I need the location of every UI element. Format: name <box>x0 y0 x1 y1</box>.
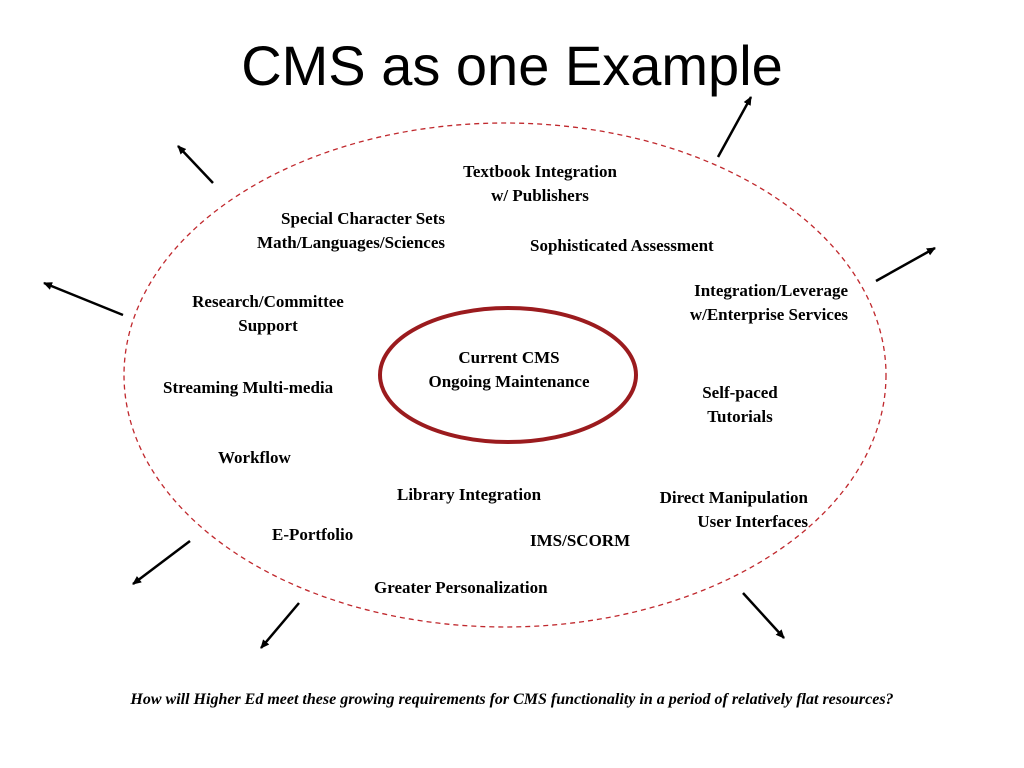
requirement-research-committee: Research/Committee Support <box>192 292 344 335</box>
arrow-right <box>875 246 936 283</box>
center-label-line2: Ongoing Maintenance <box>428 372 590 391</box>
slide-title: CMS as one Example <box>241 34 783 97</box>
requirement-textbook-integration: Textbook Integration w/ Publishers <box>463 162 617 205</box>
requirement-self-paced-tutorials: Self-paced Tutorials <box>702 383 778 426</box>
requirement-ims-scorm: IMS/SCORM <box>530 531 631 550</box>
requirement-workflow: Workflow <box>218 448 291 467</box>
footer-question: How will Higher Ed meet these growing re… <box>130 691 894 708</box>
requirement-greater-personalization: Greater Personalization <box>374 578 548 597</box>
arrow-top-left <box>177 145 214 184</box>
center-label: Current CMS Ongoing Maintenance <box>408 346 610 394</box>
current-cms-ellipse <box>378 306 638 444</box>
arrow-left <box>43 281 124 317</box>
arrow-bottom-right <box>742 592 785 639</box>
requirement-direct-manipulation: Direct Manipulation User Interfaces <box>659 488 808 531</box>
requirement-eportfolio: E-Portfolio <box>272 525 354 544</box>
arrow-bottom-left <box>132 540 191 585</box>
center-label-line1: Current CMS <box>458 348 560 367</box>
requirements-boundary-ellipse <box>123 122 887 628</box>
requirement-sophisticated-assessment: Sophisticated Assessment <box>530 236 714 255</box>
requirement-integration-leverage: Integration/Leverage w/Enterprise Servic… <box>689 281 848 324</box>
requirement-streaming-multimedia: Streaming Multi-media <box>163 378 334 397</box>
arrow-top-right <box>716 96 753 158</box>
requirement-special-character-sets: Special Character Sets Math/Languages/Sc… <box>257 209 445 252</box>
requirement-library-integration: Library Integration <box>397 485 542 504</box>
arrow-bottom-center-left <box>260 602 300 649</box>
